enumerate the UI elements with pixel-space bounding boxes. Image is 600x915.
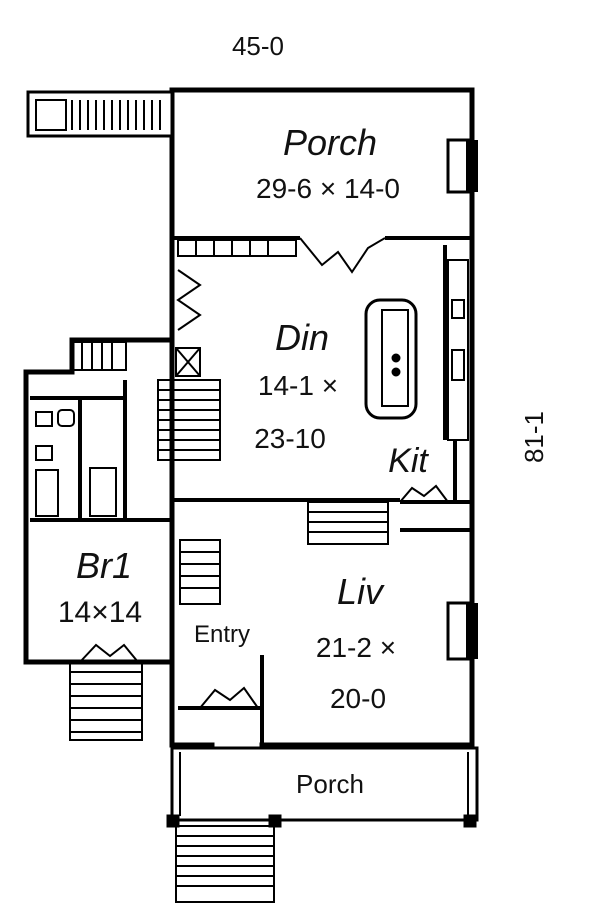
rear-porch-details (26, 90, 174, 138)
kitchen-name: Kit (388, 442, 429, 480)
central-stairs (157, 347, 221, 461)
door-swings (79, 237, 449, 709)
entry-name: Entry (194, 621, 250, 648)
kitchen-counters (447, 259, 469, 441)
living-name: Liv (337, 571, 385, 612)
dining-size-line2: 23-10 (254, 423, 326, 454)
bedroom-side-steps (69, 661, 143, 741)
kitchen-island (364, 298, 418, 420)
entry-stair (179, 539, 221, 605)
rear-porch-name: Porch (283, 122, 377, 163)
interior-walls (30, 236, 472, 745)
width-dimension-label: 45-0 (232, 31, 284, 61)
bedroom-size: 14×14 (58, 596, 142, 629)
bedroom-name: Br1 (76, 545, 132, 586)
dining-name: Din (275, 317, 329, 358)
bedroom-back-stair (71, 341, 127, 371)
front-porch-name: Porch (296, 769, 364, 799)
front-porch (166, 746, 479, 828)
dining-builtins (177, 239, 297, 257)
fireplace-living (446, 601, 478, 661)
rear-porch-size: 29-6 × 14-0 (256, 173, 400, 204)
front-porch-steps (175, 825, 275, 903)
living-size-line1: 21-2 × (316, 632, 396, 663)
dining-size-line1: 14-1 × (258, 370, 338, 401)
living-steps (307, 501, 389, 545)
bathroom-fixtures (35, 409, 117, 517)
fireplace-rear (446, 138, 478, 194)
living-size-line2: 20-0 (330, 683, 386, 714)
depth-dimension-label: 81-1 (519, 411, 549, 463)
